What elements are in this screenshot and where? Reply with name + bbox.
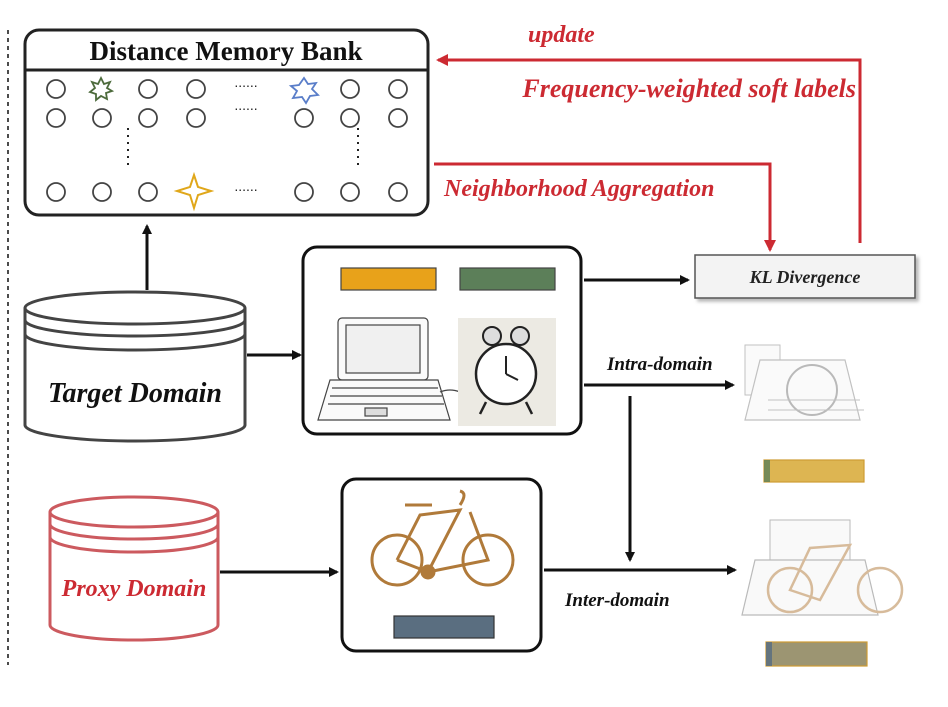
target-samples-box — [301, 245, 583, 436]
update-feedback: update Frequency-weighted soft labels — [436, 22, 862, 243]
memory-slot — [340, 182, 360, 202]
memory-slot — [138, 108, 158, 128]
memory-slot — [92, 182, 112, 202]
memory-slot — [46, 182, 66, 202]
memory-slot — [46, 108, 66, 128]
kl-divergence-box: KL Divergence — [694, 254, 916, 299]
memory-slot — [388, 108, 408, 128]
memory-slot — [138, 79, 158, 99]
memory-slot — [186, 79, 206, 99]
soft-labels-label: Frequency-weighted soft labels — [521, 74, 856, 103]
green-feature-bar — [459, 267, 556, 291]
memory-bank-title: Distance Memory Bank — [90, 36, 363, 66]
neighborhood-label: Neighborhood Aggregation — [443, 176, 714, 202]
blue-star-icon — [288, 76, 320, 105]
memory-slots — [46, 79, 408, 202]
memory-slot — [186, 108, 206, 128]
memory-slot — [138, 182, 158, 202]
memory-slot — [92, 108, 112, 128]
proxy-domain-label: Proxy Domain — [61, 576, 207, 602]
update-label: update — [528, 22, 595, 48]
target-domain-cylinder: Target Domain — [23, 290, 247, 443]
memory-slot — [294, 108, 314, 128]
memory-slot — [388, 79, 408, 99]
intra-mixed-bar — [763, 459, 865, 483]
green-star-icon — [88, 75, 115, 102]
slate-feature-bar — [393, 615, 495, 639]
inter-mixed-bar-edge — [766, 642, 772, 666]
ellipsis-row-3: ...... — [234, 178, 257, 194]
ellipsis-row-2: ...... — [234, 97, 257, 113]
memory-slot — [388, 182, 408, 202]
inter-mixed-bar — [765, 641, 868, 667]
neighborhood-aggregation: Neighborhood Aggregation — [434, 162, 776, 252]
inter-mixed-result — [741, 519, 904, 616]
orange-star-icon — [173, 171, 215, 212]
alarm-clock-icon — [458, 318, 556, 426]
aggregation-arrow — [434, 162, 776, 252]
laptop-icon — [317, 317, 461, 421]
update-arrow — [436, 54, 862, 243]
intra-domain-label: Intra-domain — [606, 354, 713, 375]
ellipsis-row-1: ...... — [234, 74, 257, 90]
memory-bank: Distance Memory Bank ...... ...... .....… — [23, 28, 430, 217]
intra-mixed-result — [744, 344, 864, 421]
inter-domain-label: Inter-domain — [564, 590, 670, 611]
proxy-sample-box — [340, 477, 543, 653]
orange-feature-bar — [340, 267, 437, 291]
memory-slot — [46, 79, 66, 99]
kl-label: KL Divergence — [749, 267, 861, 287]
memory-slot — [340, 79, 360, 99]
target-domain-label: Target Domain — [48, 378, 222, 409]
bicycle-icon — [370, 489, 515, 587]
intra-mixed-bar-edge — [764, 460, 770, 482]
memory-slot — [340, 108, 360, 128]
memory-slot — [294, 182, 314, 202]
proxy-domain-cylinder: Proxy Domain — [48, 495, 220, 642]
